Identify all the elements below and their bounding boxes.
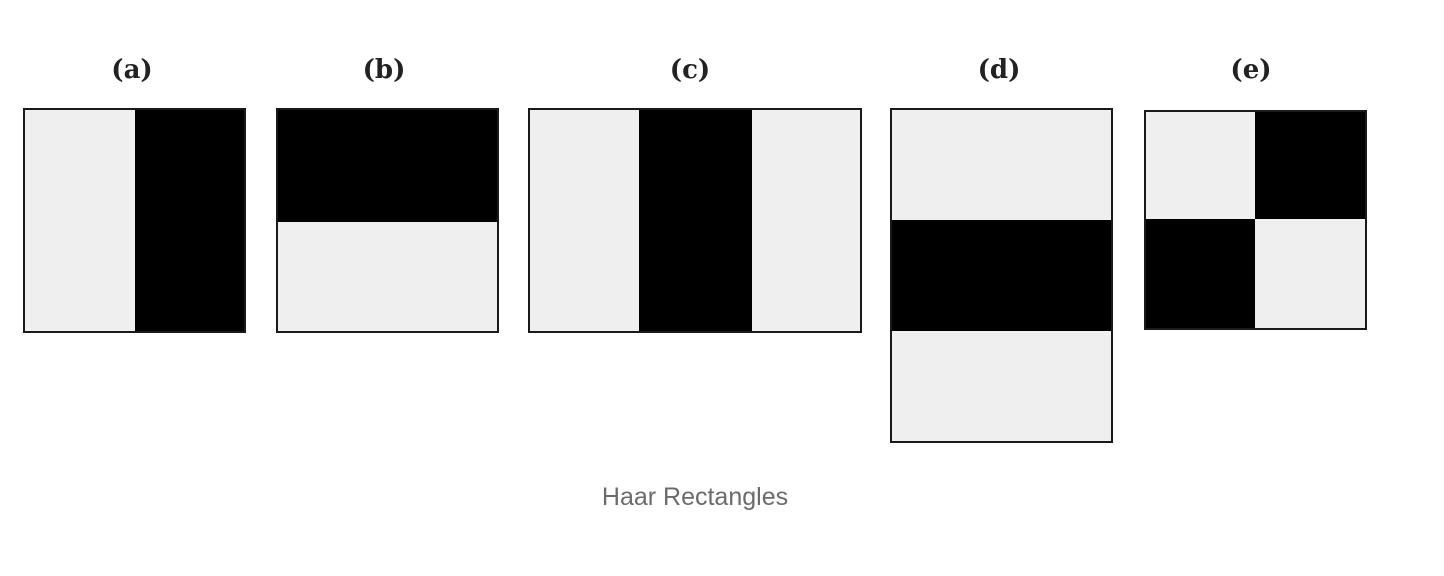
haar-feature-c	[528, 108, 862, 333]
label-e: (e)	[1230, 55, 1272, 85]
figure-caption: Haar Rectangles	[601, 483, 789, 511]
label-c: (c)	[669, 55, 711, 85]
feature-d-dark-cell	[892, 220, 1111, 331]
feature-b-dark-cell	[278, 110, 497, 222]
feature-e-dark-cell-top-right	[1255, 112, 1365, 219]
haar-feature-b	[276, 108, 499, 333]
label-b: (b)	[362, 55, 406, 85]
haar-feature-d	[890, 108, 1113, 443]
label-a: (a)	[111, 55, 153, 85]
feature-c-dark-cell	[639, 110, 752, 331]
haar-feature-a	[23, 108, 246, 333]
label-d: (d)	[977, 55, 1021, 85]
feature-e-dark-cell-bottom-left	[1146, 219, 1255, 328]
haar-feature-e	[1144, 110, 1367, 330]
feature-a-dark-cell	[135, 110, 244, 331]
